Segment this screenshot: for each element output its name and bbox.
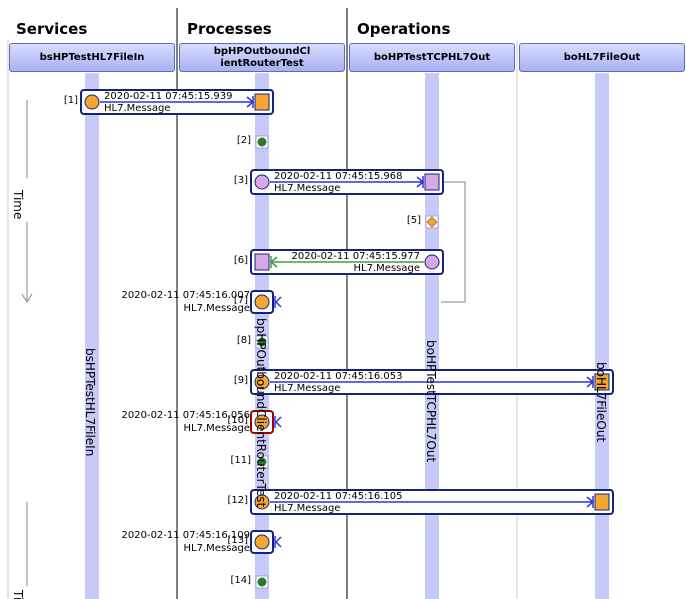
column-header-label: boHPTestTCPHL7Out bbox=[373, 51, 491, 63]
event-dot bbox=[257, 457, 267, 467]
event-number: [1] bbox=[63, 95, 78, 106]
event-number: [2] bbox=[236, 135, 251, 146]
message-timestamp: 2020-02-11 07:45:16.007 bbox=[121, 290, 250, 301]
lane-vertical-label: boHL7FileOut bbox=[594, 362, 608, 443]
event-diamond bbox=[426, 216, 438, 228]
column-header-boHPTestTCPHL7Out[interactable]: boHPTestTCPHL7Out bbox=[349, 43, 515, 72]
message-timestamp: 2020-02-11 07:45:16.109 bbox=[121, 530, 250, 541]
self-call-arrowhead bbox=[274, 296, 282, 308]
event-number: [7] bbox=[233, 295, 248, 306]
event-number: [11] bbox=[230, 455, 251, 466]
message-target-block bbox=[254, 93, 270, 111]
lane-vertical-label: bpHPOutboundClientRouterTest bbox=[254, 318, 268, 508]
message-target-block bbox=[594, 493, 610, 511]
time-axis-arrowhead bbox=[21, 293, 33, 303]
message-source-dot bbox=[254, 374, 270, 390]
section-title-services: Services bbox=[16, 20, 88, 38]
event-dot bbox=[257, 337, 267, 347]
lane-vertical-label: bsHPTestHL7FileIn bbox=[83, 348, 97, 457]
message-target-block bbox=[254, 253, 270, 271]
message-type: HL7.Message bbox=[274, 503, 341, 514]
message-timestamp: 2020-02-11 07:45:15.977 bbox=[291, 251, 420, 262]
message-type: HL7.Message bbox=[274, 383, 341, 394]
message-type: HL7.Message bbox=[183, 423, 250, 434]
lane-bar bbox=[595, 73, 609, 599]
time-axis-label: Time bbox=[11, 190, 25, 220]
lane-bar bbox=[85, 73, 99, 599]
column-header-label-line2: ientRouterTest bbox=[220, 57, 304, 69]
event-dot bbox=[257, 577, 267, 587]
message-timestamp: 2020-02-11 07:45:16.105 bbox=[274, 491, 403, 502]
event-dot bbox=[257, 137, 267, 147]
message-timestamp: 2020-02-11 07:45:15.968 bbox=[274, 171, 403, 182]
message-source-dot bbox=[84, 94, 100, 110]
section-title-processes: Processes bbox=[187, 20, 272, 38]
response-connector bbox=[441, 181, 466, 303]
column-header-boHL7FileOut[interactable]: boHL7FileOut bbox=[519, 43, 685, 72]
event-number: [10] bbox=[227, 415, 248, 426]
message-type: HL7.Message bbox=[274, 183, 341, 194]
event-number: [12] bbox=[227, 495, 248, 506]
event-number: [5] bbox=[406, 215, 421, 226]
column-header-label: bsHPTestHL7FileIn bbox=[39, 51, 145, 63]
event-number: [6] bbox=[233, 255, 248, 266]
lane-vertical-label: boHPTestTCPHL7Out bbox=[424, 340, 438, 463]
message-type: HL7.Message bbox=[183, 543, 250, 554]
message-target-block bbox=[594, 373, 610, 391]
column-header-bsHPTestHL7FileIn[interactable]: bsHPTestHL7FileIn bbox=[9, 43, 175, 72]
message-type: HL7.Message bbox=[353, 263, 420, 274]
column-header-bpHPOutboundClientRouterTest[interactable]: bpHPOutboundCl ientRouterTest bbox=[179, 43, 345, 72]
self-call-arrowhead bbox=[274, 416, 282, 428]
message-timestamp: 2020-02-11 07:45:16.056 bbox=[121, 410, 250, 421]
event-number: [3] bbox=[233, 175, 248, 186]
event-number: [8] bbox=[236, 335, 251, 346]
message-source-dot bbox=[254, 174, 270, 190]
message-timestamp: 2020-02-11 07:45:16.053 bbox=[274, 371, 403, 382]
self-call-dot bbox=[254, 294, 270, 310]
time-axis-label-repeat: Time bbox=[11, 590, 25, 599]
self-call-dot bbox=[254, 414, 270, 430]
lane-bar bbox=[425, 73, 439, 599]
message-type: HL7.Message bbox=[104, 103, 171, 114]
self-call-dot bbox=[254, 534, 270, 550]
message-source-dot bbox=[424, 254, 440, 270]
message-type: HL7.Message bbox=[183, 303, 250, 314]
event-number: [13] bbox=[227, 535, 248, 546]
message-source-dot bbox=[254, 494, 270, 510]
message-timestamp: 2020-02-11 07:45:15.939 bbox=[104, 91, 233, 102]
column-header-label-line1: bpHPOutboundCl bbox=[213, 45, 311, 57]
event-number: [9] bbox=[233, 375, 248, 386]
event-number: [14] bbox=[230, 575, 251, 586]
message-target-block bbox=[424, 173, 440, 191]
self-call-arrowhead bbox=[274, 536, 282, 548]
section-title-operations: Operations bbox=[357, 20, 451, 38]
column-header-label: boHL7FileOut bbox=[563, 51, 641, 63]
